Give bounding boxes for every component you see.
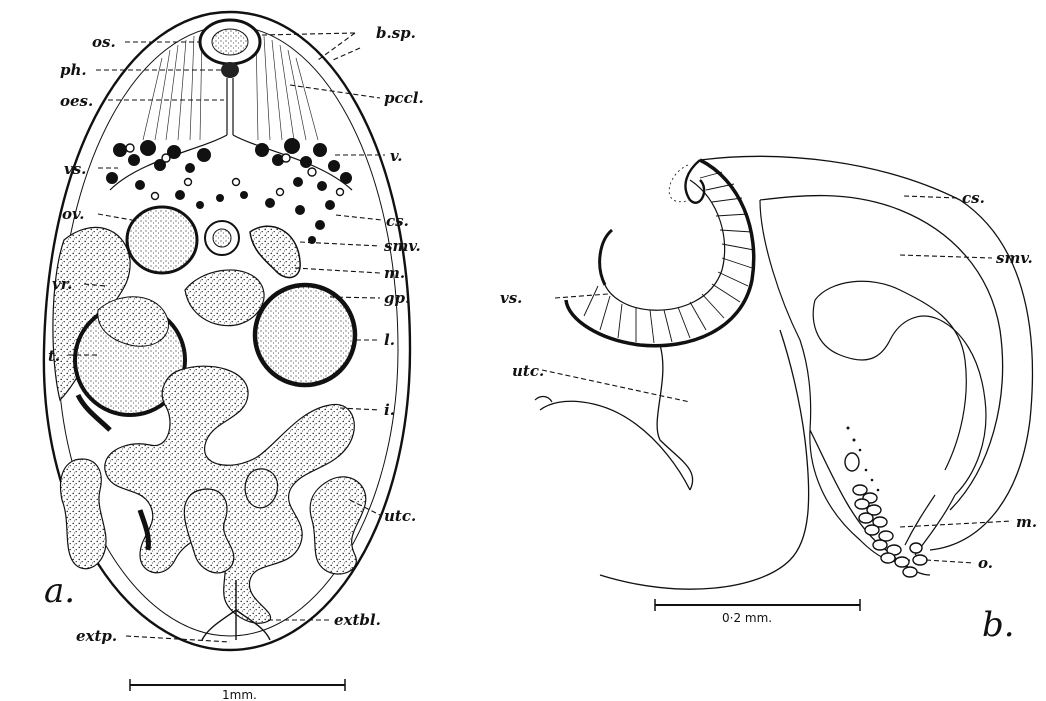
- label-a-i: i.: [384, 401, 395, 419]
- label-a-smv: smv.: [384, 237, 421, 255]
- label-b-utc: utc.: [512, 362, 544, 380]
- scale-bar-b: 0·2 mm.: [655, 599, 860, 625]
- label-a-vs: vs.: [64, 160, 86, 178]
- cirrus-sac: [250, 226, 300, 277]
- label-a-pccl: pccl.: [384, 89, 424, 107]
- label-b-cs: cs.: [962, 189, 985, 207]
- pharynx: [221, 62, 239, 78]
- label-a-ov: ov.: [62, 205, 84, 223]
- label-a-v: v.: [390, 147, 402, 165]
- label-b-o: o.: [978, 554, 993, 572]
- label-b-m: m.: [1016, 513, 1037, 531]
- label-a-oes: oes.: [60, 92, 93, 110]
- panel-label-b: b.: [982, 605, 1015, 645]
- label-a-utc: utc.: [384, 507, 416, 525]
- label-a-extp: extp.: [76, 627, 117, 645]
- scale-label-b: 0·2 mm.: [722, 611, 772, 625]
- eggs: [845, 453, 927, 577]
- label-a-extbl: extbl.: [334, 611, 381, 629]
- label-a-gp: gp.: [384, 289, 410, 307]
- label-a-os: os.: [92, 33, 116, 51]
- oesophagus: [227, 78, 233, 135]
- label-a-vr: vr.: [52, 275, 72, 293]
- ovary: [127, 207, 197, 273]
- label-a-m: m.: [384, 264, 405, 282]
- label-a-l: l.: [384, 331, 395, 349]
- label-a-cs: cs.: [386, 212, 409, 230]
- label-b-vs: vs.: [500, 289, 522, 307]
- testis-right: [255, 285, 355, 385]
- figure-b: cs. smv. vs. utc. m. o. b. 0·2 mm.: [500, 156, 1037, 645]
- figure-a: os. ph. oes. vs. ov. vr. t. extp. b.sp. …: [44, 12, 424, 701]
- label-a-t: t.: [48, 347, 60, 365]
- scale-bar-a: 1mm.: [130, 679, 345, 701]
- label-a-bsp: b.sp.: [376, 24, 416, 42]
- scale-label-a: 1mm.: [222, 688, 257, 701]
- sucker-radial-lines: [584, 172, 754, 343]
- ventral-sucker-section: [566, 160, 754, 346]
- label-a-ph: ph.: [60, 61, 87, 79]
- label-b-smv: smv.: [996, 249, 1033, 267]
- panel-label-a: a.: [44, 571, 75, 611]
